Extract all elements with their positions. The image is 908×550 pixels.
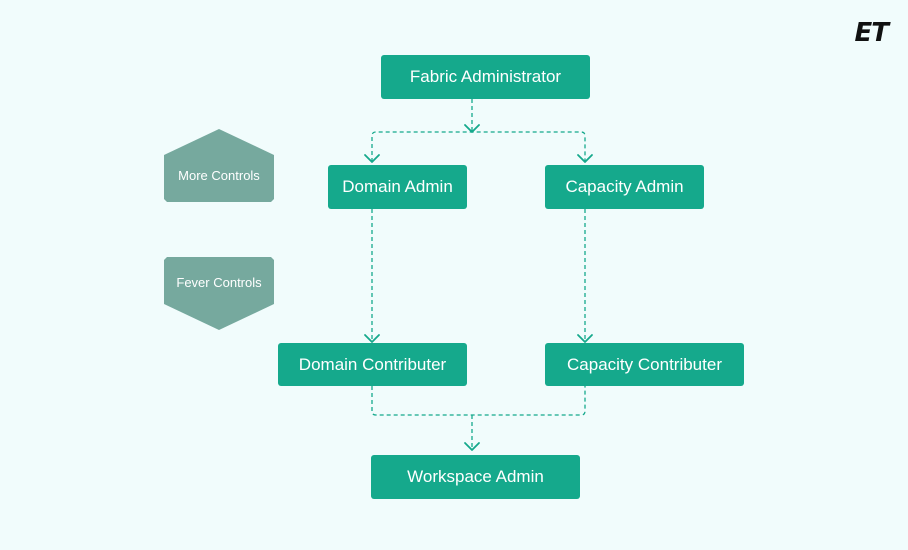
arrow-head-workspace-admin: [464, 442, 480, 451]
more-controls-label: More Controls: [178, 167, 260, 183]
logo: ET: [854, 18, 889, 48]
fewer-controls-shape: [164, 257, 274, 330]
arrow-head-capacity-admin: [577, 154, 593, 163]
node-capacity-contributer: Capacity Contributer: [545, 343, 744, 386]
arrow-head-domain-contributer: [364, 334, 380, 343]
arrow-head-domain-admin: [364, 154, 380, 163]
node-domain-contributer: Domain Contributer: [278, 343, 467, 386]
arrow-head-top: [464, 124, 480, 133]
node-capacity-admin: Capacity Admin: [545, 165, 704, 209]
more-controls-shape: [164, 129, 274, 202]
arrow-head-capacity-contributer: [577, 334, 593, 343]
node-fabric-administrator: Fabric Administrator: [381, 55, 590, 99]
node-domain-admin: Domain Admin: [328, 165, 467, 209]
fewer-controls-label: Fever Controls: [176, 274, 262, 290]
node-workspace-admin: Workspace Admin: [371, 455, 580, 499]
